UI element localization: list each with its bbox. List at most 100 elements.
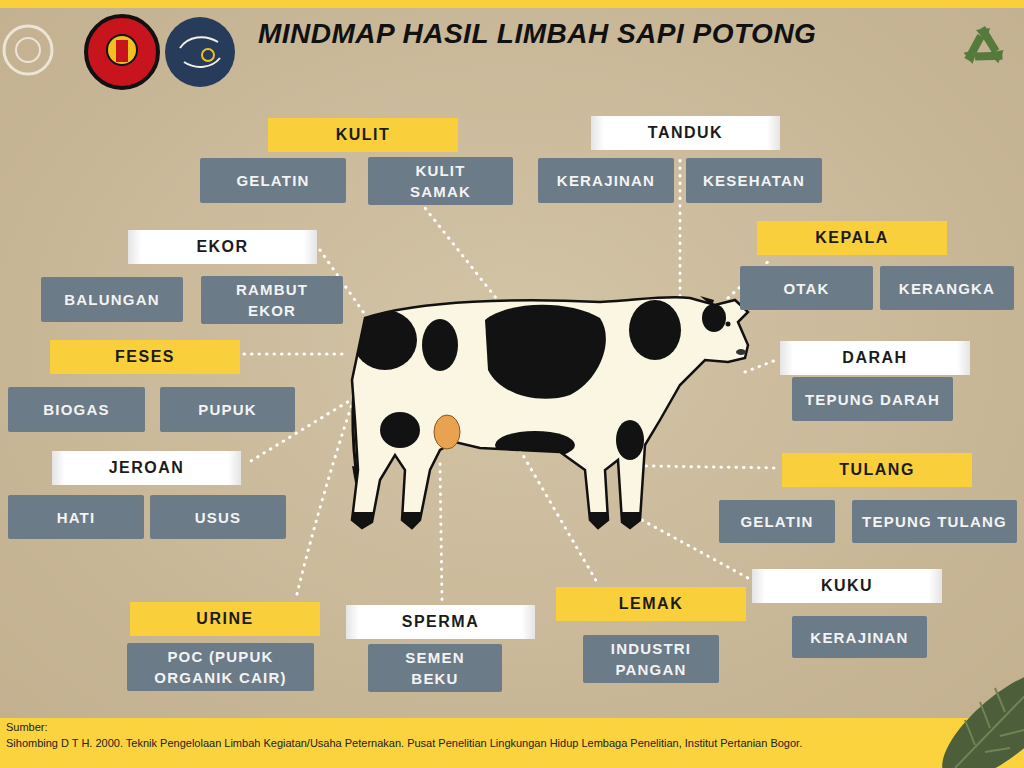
logo-gear [202,49,214,61]
cow-patch [485,305,606,399]
cow-body [352,297,748,528]
recycle-icon [964,28,1010,72]
product-box: KERAJINAN [538,158,674,203]
title-text: MINDMAP HASIL LIMBAH SAPI POTONG [258,18,816,50]
product-box: POC (PUPUK ORGANIK CAIR) [127,643,314,691]
node-text: EKOR [196,237,248,257]
node-text: DARAH [842,348,907,368]
node-text: INDUSTRI PANGAN [601,638,701,680]
node-text: GELATIN [236,170,309,191]
recycle-arrow [975,28,1002,51]
product-box: PUPUK [160,387,295,432]
leaf-ribs [955,680,1024,768]
category-header: KUKU [752,569,942,603]
category-header: SPERMA [346,605,535,639]
cow-nose [736,349,746,355]
category-header: TANDUK [591,116,780,150]
product-box: BIOGAS [8,387,145,432]
leaf-decoration [926,652,1024,768]
cow-patch [380,412,420,448]
product-box: HATI [8,495,144,539]
node-text: FESES [115,347,175,367]
node-text: BIOGAS [43,399,109,420]
node-text: TEPUNG TULANG [862,511,1007,532]
product-box: OTAK [740,266,873,310]
cow-patch [629,300,681,360]
product-box: RAMBUT EKOR [201,276,343,324]
category-header: KULIT [268,118,458,152]
leader-line [296,392,356,598]
category-header: TULANG [782,453,972,487]
product-box: INDUSTRI PANGAN [583,635,719,683]
category-header: DARAH [780,341,970,375]
product-box: KERAJINAN [792,616,927,658]
recycle-arrow [964,46,983,65]
cow-udder [434,415,460,449]
cow-patch [616,420,644,460]
node-text: KERANGKA [899,278,995,299]
product-box: GELATIN [200,158,346,203]
logo-center [107,35,137,65]
logo-group [4,16,235,88]
logo-ring [4,26,52,74]
node-text: SEMEN BEKU [398,647,473,689]
cow-illustration [350,296,748,532]
cow-patch [702,304,726,332]
node-text: KESEHATAN [703,170,805,191]
logo-badge [165,17,235,87]
cow-patch [422,319,458,371]
cow-patch [353,310,417,370]
category-header: URINE [130,602,320,636]
node-text: POC (PUPUK ORGANIK CAIR) [138,646,303,688]
node-text: TANDUK [648,123,723,143]
node-text: JEROAN [109,458,185,478]
node-text: KERAJINAN [810,627,908,648]
product-box: GELATIN [719,500,835,543]
leader-line [745,360,776,372]
product-box: USUS [150,495,286,539]
product-box: KESEHATAN [686,158,822,203]
source-citation: Sihombing D T H. 2000. Teknik Pengelolaa… [6,737,802,749]
source-label: Sumber: [6,721,48,733]
node-text: KULIT [336,125,391,145]
cow-ear [700,296,714,306]
product-box: KULIT SAMAK [368,157,513,205]
cow-outline [352,297,748,528]
node-text: BALUNGAN [64,289,159,310]
product-box: KERANGKA [880,266,1014,310]
node-text: KEPALA [815,228,889,248]
top-bar [0,0,1024,8]
node-text: GELATIN [740,511,813,532]
logo-mark [116,40,128,62]
recycle-arrow [975,45,1002,68]
product-box: BALUNGAN [41,277,183,322]
footer-bar [0,718,1024,768]
logo-mark [180,37,220,67]
leader-line [244,353,348,356]
logo-badge [86,16,158,88]
node-text: LEMAK [619,594,683,614]
cow-eye [726,322,731,327]
node-text: SPERMA [402,612,479,632]
category-header: EKOR [128,230,317,264]
leader-line [679,154,682,296]
node-text: RAMBUT EKOR [230,279,315,321]
node-text: KULIT SAMAK [401,160,481,202]
cow-patches [350,300,726,532]
node-text: USUS [195,507,241,528]
product-box: TEPUNG TULANG [852,500,1017,543]
product-box: TEPUNG DARAH [792,377,953,421]
leader-line [646,466,778,468]
node-text: OTAK [783,278,829,299]
node-text: TULANG [839,460,915,480]
leader-lines [244,154,778,601]
category-header: LEMAK [556,587,746,621]
node-text: KUKU [821,576,873,596]
leader-line [425,208,500,303]
node-text: URINE [196,609,253,629]
leaf [926,652,1024,768]
logo-ring [16,38,40,62]
node-text: PUPUK [198,399,257,420]
